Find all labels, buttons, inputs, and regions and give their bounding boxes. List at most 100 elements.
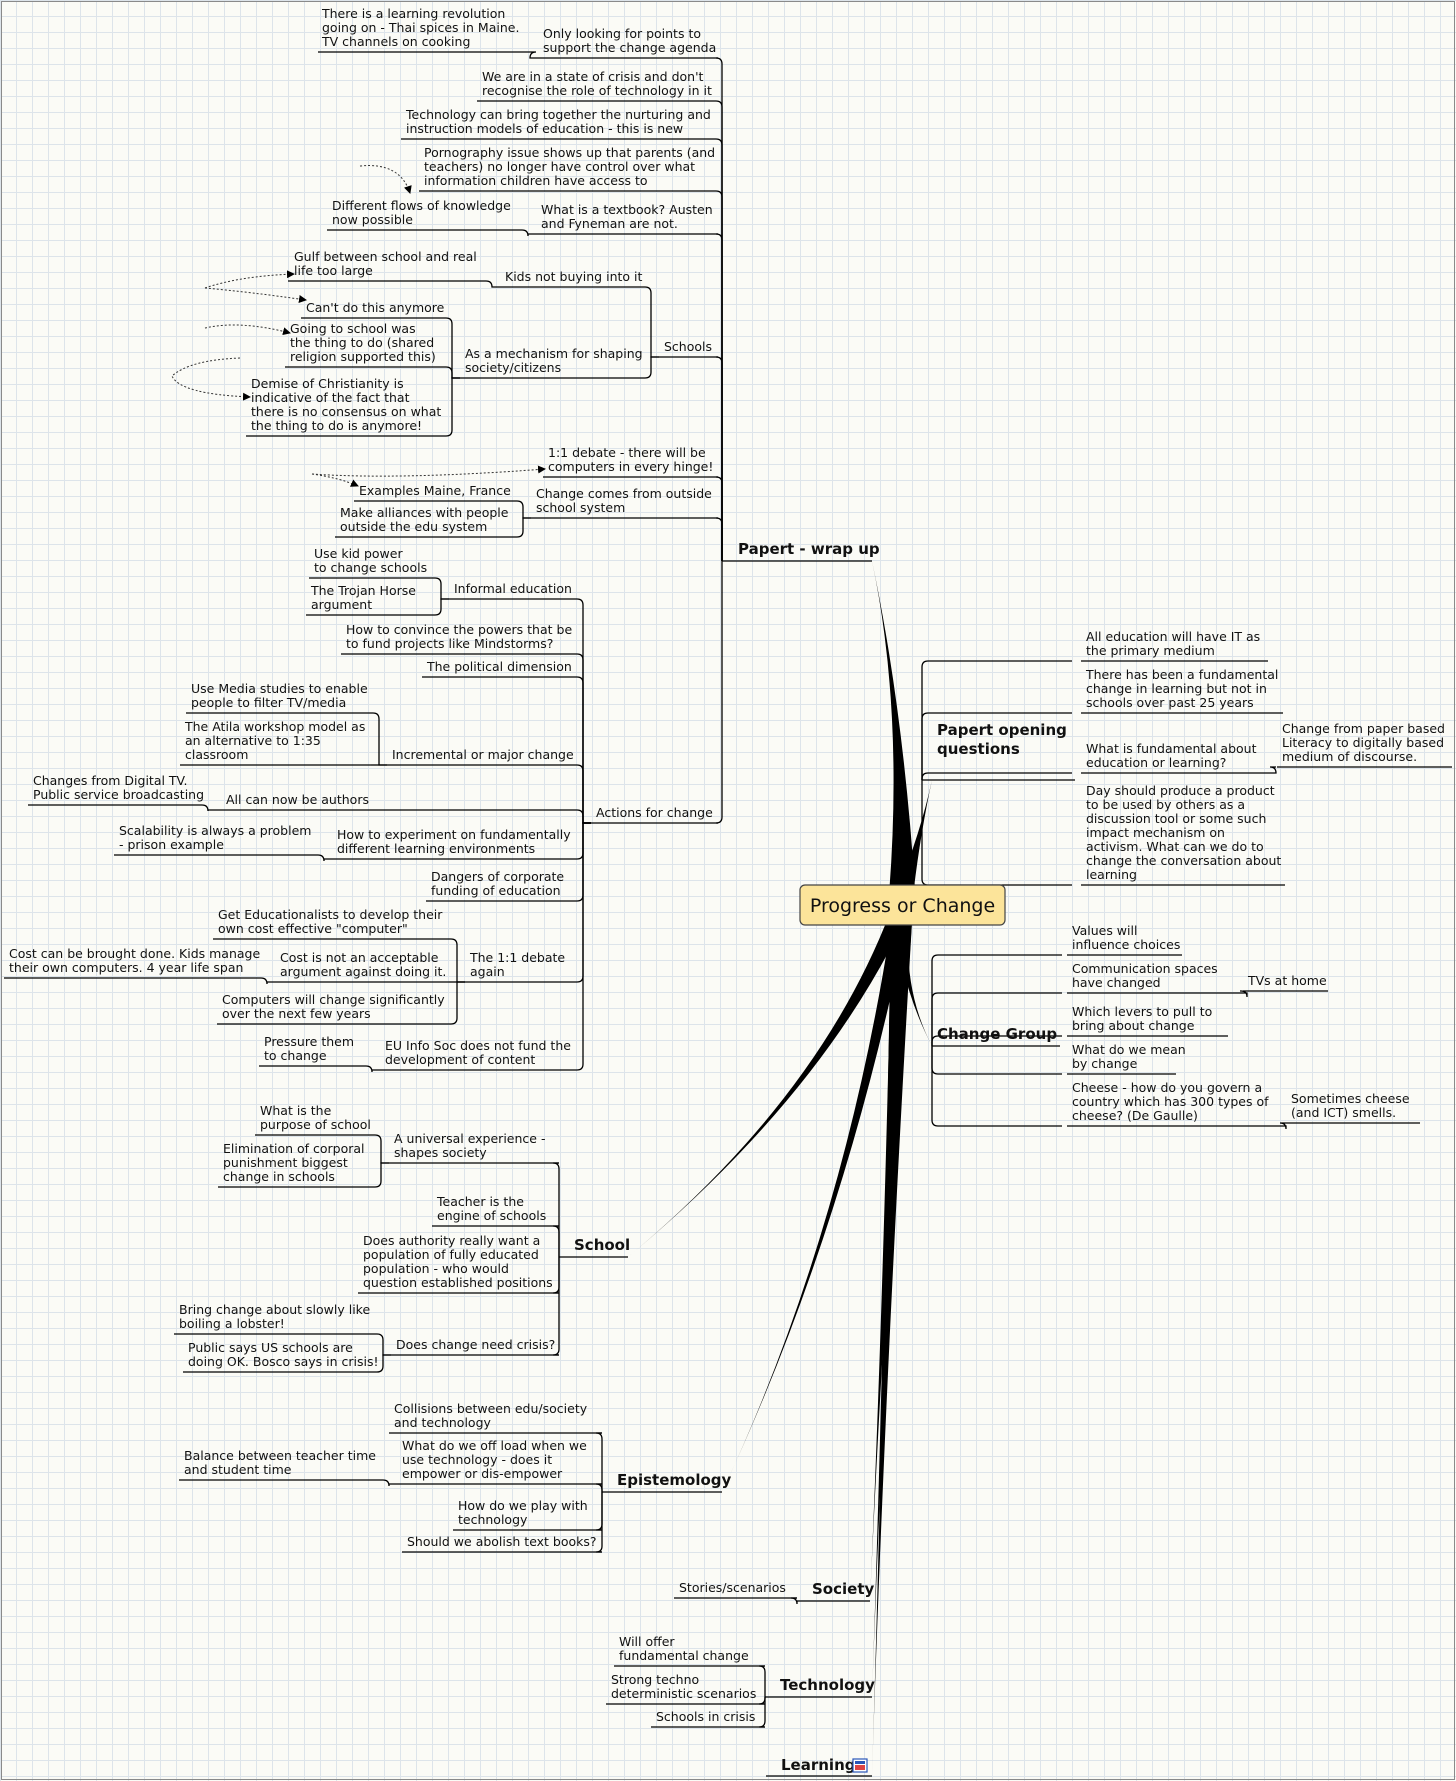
node-a8b1[interactable]: Cost can be brought done. Kids managethe… (4, 946, 260, 979)
node-cg2a[interactable]: TVs at home (1243, 973, 1328, 992)
node-a5[interactable]: All can now be authors (221, 792, 575, 811)
connector (758, 1697, 766, 1705)
node-cg5a[interactable]: Sometimes cheese(and ICT) smells. (1286, 1091, 1420, 1124)
node-a8a[interactable]: Get Educationalists to develop theirown … (213, 907, 449, 940)
node-line: impact mechanism on (1086, 825, 1225, 840)
central-topic[interactable]: Progress or Change (799, 884, 1006, 926)
connector (433, 598, 449, 616)
node-line: All education will have IT as (1086, 629, 1260, 644)
connector (595, 1483, 603, 1492)
node-wu6[interactable]: Schools (659, 339, 718, 358)
node-line: have changed (1072, 975, 1161, 990)
topic-school[interactable]: School (559, 1236, 630, 1258)
node-line: medium of discourse. (1282, 749, 1417, 764)
topic-technology[interactable]: Technology (765, 1676, 875, 1698)
node-a1[interactable]: Informal education (449, 581, 575, 600)
node-wu6b[interactable]: As a mechanism for shapingsociety/citize… (460, 346, 643, 379)
node-wu3[interactable]: Technology can bring together the nurtur… (401, 107, 714, 140)
node-line: Elimination of corporal (223, 1141, 365, 1156)
node-wu9[interactable]: Actions for change (591, 805, 718, 824)
connector (1240, 990, 1248, 998)
node-line: education or learning? (1086, 755, 1226, 770)
connector (931, 954, 1062, 1046)
topic-learning[interactable]: Learning (766, 1756, 872, 1777)
topic-society[interactable]: Society (797, 1580, 874, 1602)
node-line: support the change agenda (543, 40, 716, 55)
node-so1[interactable]: Stories/scenarios (674, 1580, 797, 1599)
node-line: shapes society (394, 1145, 487, 1160)
topic-epistemology[interactable]: Epistemology (602, 1471, 732, 1493)
central-topic-box[interactable] (799, 884, 1006, 926)
node-line: classroom (185, 747, 248, 762)
node-line: The Atila workshop model as (184, 719, 365, 734)
node-s1[interactable]: A universal experience -shapes society (389, 1131, 559, 1164)
node-a9[interactable]: EU Info Soc does not fund thedevelopment… (380, 1038, 575, 1071)
node-wu2[interactable]: We are in a state of crisis and don'trec… (477, 69, 714, 102)
node-wu8a[interactable]: Examples Maine, France (354, 483, 515, 502)
node-a3[interactable]: The political dimension (422, 659, 575, 678)
topic-papert-wrap[interactable]: Papert - wrap up (722, 540, 880, 562)
node-line: school system (536, 500, 625, 515)
node-a5a[interactable]: Changes from Digital TV.Public service b… (28, 773, 204, 806)
node-a6a[interactable]: Scalability is always a problem- prison … (114, 823, 316, 856)
node-e4[interactable]: Should we abolish text books? (402, 1534, 602, 1553)
node-line: Technology can bring together the nurtur… (405, 107, 711, 122)
node-wu4[interactable]: Pornography issue shows up that parents … (419, 145, 715, 192)
topic-change-group[interactable]: Change Group (932, 1025, 1060, 1047)
node-t3[interactable]: Schools in crisis (651, 1709, 765, 1728)
connector (520, 229, 536, 237)
hyperlink-icon[interactable] (852, 1758, 868, 1773)
node-wu6b1[interactable]: Can't do this anymore (301, 300, 445, 319)
node-a6[interactable]: How to experiment on fundamentallydiffer… (332, 827, 575, 860)
node-a4[interactable]: Incremental or major change (387, 747, 575, 766)
node-a8c[interactable]: Computers will change significantlyover … (217, 992, 449, 1025)
topic-label: Change Group (937, 1025, 1057, 1043)
node-line: What is a textbook? Austen (541, 202, 713, 217)
node-wu6a[interactable]: Kids not buying into it (500, 269, 643, 288)
node-s4[interactable]: Does change need crisis? (391, 1337, 559, 1356)
